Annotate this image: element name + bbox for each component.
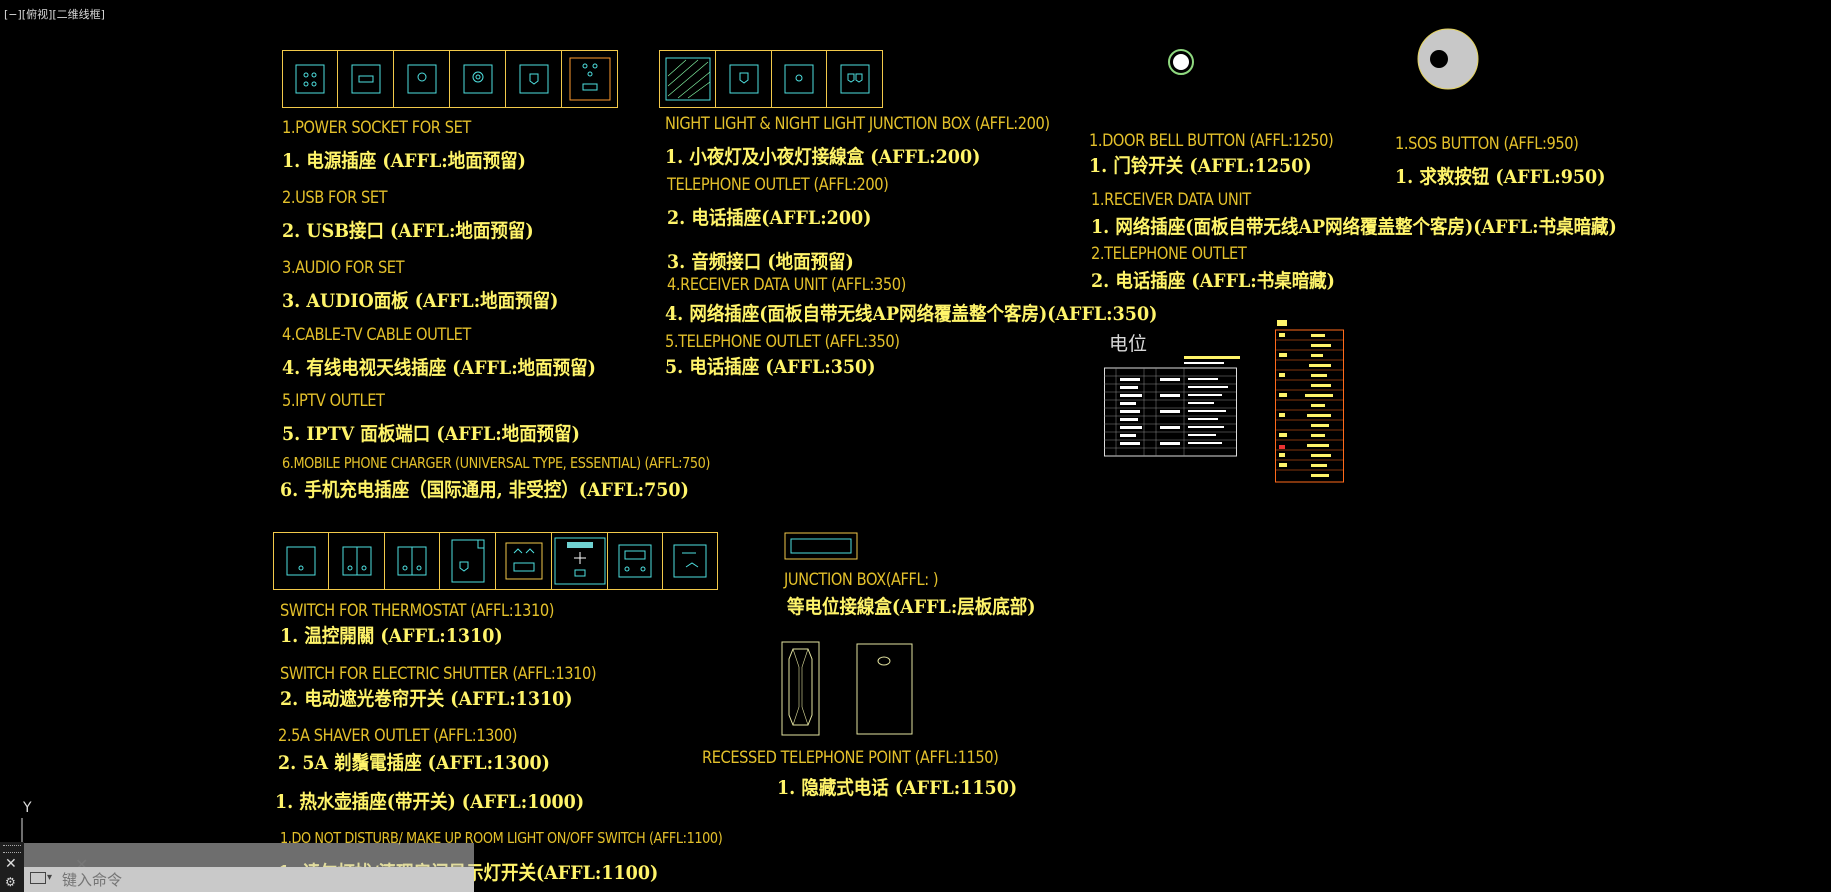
data-unit-en: 4.RECEIVER DATA UNIT (AFFL:350): [667, 275, 906, 295]
panel-symbol: [608, 533, 663, 589]
telephone-350-cn: 5. 电话插座 (AFFL:350): [665, 356, 876, 378]
iptv-symbol: [506, 51, 562, 107]
usb-cn: 2. USB接口 (AFFL:地面预留): [282, 220, 534, 242]
shutter-switch-icon: [342, 546, 371, 576]
sos-button-icon: [1417, 28, 1479, 90]
audio-en: 3.AUDIO FOR SET: [282, 258, 405, 278]
shaver-en: 2.5A SHAVER OUTLET (AFFL:1300): [278, 726, 517, 746]
close-icon[interactable]: ✕: [5, 856, 17, 872]
ucs-y-label: Y: [23, 800, 32, 816]
audio-jack-icon: [784, 64, 814, 94]
audio-jack-cn: 3. 音频接口 (地面预留): [667, 251, 854, 273]
night-light-icon: [665, 57, 710, 101]
kettle-cn: 1. 热水壶插座(带开关) (AFFL:1000): [275, 791, 585, 813]
telephone-outlet-en: TELEPHONE OUTLET (AFFL:200): [667, 175, 889, 195]
thermostat-switch-symbol: [274, 533, 329, 589]
shaver-outlet-symbol: [440, 533, 496, 589]
switch-strip: [273, 532, 718, 590]
iptv-cn: 5. IPTV 面板端口 (AFFL:地面预留): [282, 423, 580, 445]
audio-symbol: [394, 51, 450, 107]
recessed-phone-en: RECESSED TELEPHONE POINT (AFFL:1150): [702, 748, 999, 768]
shaver-cn: 2. 5A 剃鬚電插座 (AFFL:1300): [278, 752, 550, 774]
command-side-panel: ✕ ⚙: [0, 842, 24, 892]
sos-button-cn: 1. 求救按钮 (AFFL:950): [1395, 166, 1606, 188]
recessed-phone-box-icon: [856, 643, 913, 735]
power-socket-en: 1.POWER SOCKET FOR SET: [282, 118, 471, 138]
audio-jack-symbol: [772, 51, 827, 107]
socket-strip-1: [282, 50, 618, 108]
charger-cn: 6. 手机充电插座（国际通用, 非受控）(AFFL:750): [280, 479, 689, 501]
iptv-en: 5.IPTV OUTLET: [282, 391, 385, 411]
dnd-en: 1.DO NOT DISTURB/ MAKE UP ROOM LIGHT ON/…: [280, 829, 723, 847]
audio-icon: [407, 64, 436, 94]
telephone-outlet-icon: [729, 64, 758, 94]
door-bell-icon: [1168, 49, 1194, 75]
iptv-icon: [519, 64, 548, 94]
dnd-switch-icon: [554, 537, 605, 585]
power-socket-cn: 1. 电源插座 (AFFL:地面预留): [282, 150, 526, 172]
junction-box-icon: [784, 532, 858, 560]
tv-outlet-icon: [463, 64, 492, 94]
usb-symbol: [338, 51, 394, 107]
door-bell-cn: 1. 门铃开关 (AFFL:1250): [1089, 155, 1312, 177]
data-unit-cn: 4. 网络插座(面板自带无线AP网络覆盖整个客房)(AFFL:350): [665, 303, 1158, 325]
command-line[interactable]: ▾: [24, 867, 474, 892]
panel-icon: [618, 544, 652, 578]
wrench-icon[interactable]: ⚙: [5, 875, 16, 889]
drag-handle-icon[interactable]: [3, 845, 21, 853]
shutter-switch-symbol: [329, 533, 385, 589]
night-light-en: NIGHT LIGHT & NIGHT LIGHT JUNCTION BOX (…: [665, 114, 1050, 134]
thermostat-icon: [286, 546, 316, 576]
sos-button-en: 1.SOS BUTTON (AFFL:950): [1395, 134, 1579, 154]
charger-icon: [569, 57, 610, 101]
night-light-cn: 1. 小夜灯及小夜灯接線盒 (AFFL:200): [665, 146, 981, 168]
room-control-icon: [673, 544, 707, 578]
junction-box-en: JUNCTION BOX(AFFL: ): [784, 570, 939, 590]
vertical-schedule: [1275, 320, 1344, 483]
data-unit-symbol: [827, 51, 882, 107]
room-control-symbol: [663, 533, 717, 589]
usb-icon: [351, 64, 380, 94]
charger-symbol: [562, 51, 617, 107]
cable-tv-cn: 4. 有线电视天线插座 (AFFL:地面预留): [282, 357, 596, 379]
kettle-socket-icon: [505, 542, 542, 580]
command-input[interactable]: [60, 869, 464, 891]
kettle-socket-symbol: [496, 533, 552, 589]
cable-tv-en: 4.CABLE-TV CABLE OUTLET: [282, 325, 471, 345]
shutter-cn: 2. 电动遮光卷帘开关 (AFFL:1310): [280, 688, 573, 710]
telephone-350-en: 5.TELEPHONE OUTLET (AFFL:350): [665, 332, 900, 352]
audio-cn: 3. AUDIO面板 (AFFL:地面预留): [282, 290, 559, 312]
night-light-symbol: [660, 51, 716, 107]
telephone-outlet-cn: 2. 电话插座(AFFL:200): [667, 207, 872, 229]
viewport-label[interactable]: [−][俯视][二维线框]: [4, 8, 105, 21]
telephone-outlet-symbol: [716, 51, 772, 107]
thermostat-cn: 1. 温控開關 (AFFL:1310): [280, 625, 503, 647]
receiver-data-cn: 1. 网络插座(面板自带无线AP网络覆盖整个客房)(AFFL:书桌暗藏): [1091, 216, 1617, 238]
shaver-outlet-icon: [451, 539, 484, 583]
double-switch-icon: [397, 546, 427, 576]
power-socket-symbol: [283, 51, 338, 107]
command-dropdown-icon[interactable]: ▾: [47, 872, 53, 883]
dnd-switch-symbol: [552, 533, 608, 589]
desk-telephone-cn: 2. 电话插座 (AFFL:书桌暗藏): [1091, 270, 1335, 292]
door-bell-en: 1.DOOR BELL BUTTON (AFFL:1250): [1089, 131, 1334, 151]
socket-strip-2: [659, 50, 883, 108]
shutter-en: SWITCH FOR ELECTRIC SHUTTER (AFFL:1310): [280, 664, 597, 684]
junction-box-cn: 等电位接線盒(AFFL:层板底部): [787, 596, 1036, 618]
usb-en: 2.USB FOR SET: [282, 188, 388, 208]
legend-table: [1104, 356, 1240, 457]
double-switch-symbol: [385, 533, 440, 589]
thermostat-en: SWITCH FOR THERMOSTAT (AFFL:1310): [280, 601, 554, 621]
receiver-data-en: 1.RECEIVER DATA UNIT: [1091, 190, 1251, 210]
command-history-area: [24, 843, 474, 867]
charger-en: 6.MOBILE PHONE CHARGER (UNIVERSAL TYPE, …: [282, 454, 711, 472]
power-socket-icon: [295, 64, 325, 94]
desk-telephone-en: 2.TELEPHONE OUTLET: [1091, 244, 1247, 264]
legend-title: 电位: [1109, 333, 1148, 355]
tv-outlet-symbol: [450, 51, 506, 107]
data-unit-icon: [840, 64, 869, 94]
recessed-phone-cn: 1. 隐藏式电话 (AFFL:1150): [777, 777, 1018, 799]
command-prompt-icon[interactable]: [30, 872, 46, 884]
recessed-phone-handset-icon: [781, 641, 820, 736]
